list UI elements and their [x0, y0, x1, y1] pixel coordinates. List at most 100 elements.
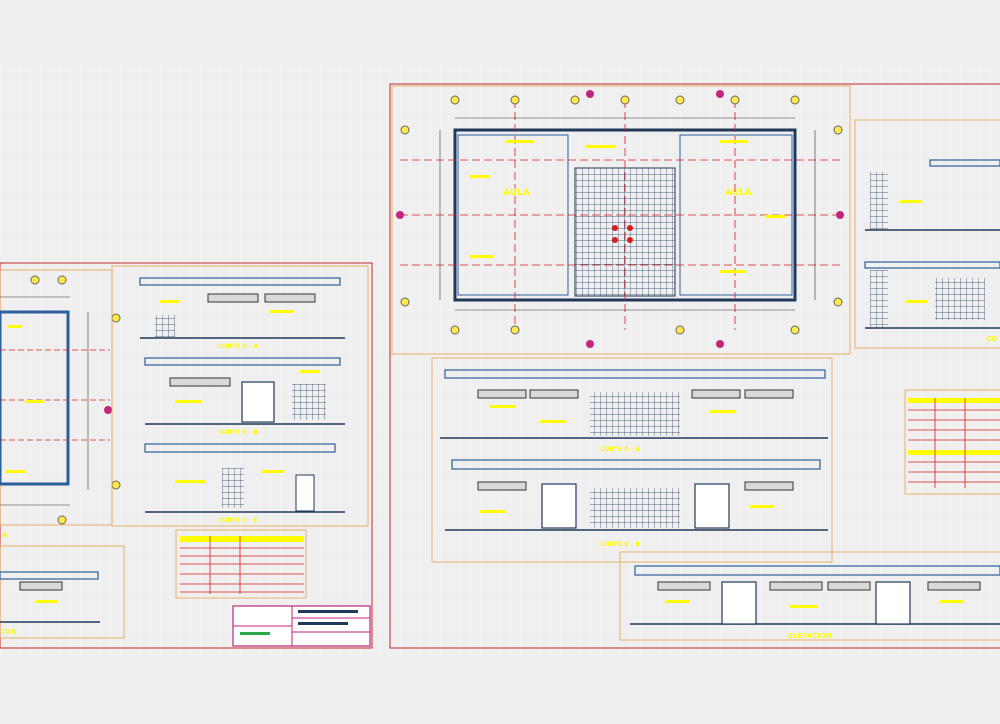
- section-grid-window: [590, 488, 680, 528]
- axis-bubble: [790, 95, 800, 105]
- axis-bubble: [400, 125, 410, 135]
- left-section-3: CORTE C - C: [144, 443, 345, 524]
- side-section-stair: [870, 172, 888, 230]
- title-block-text: [298, 622, 348, 625]
- left-section-3-title: CORTE C - C: [218, 517, 258, 524]
- left-sections-block: CORTE A - A CORTE B - B: [111, 265, 369, 527]
- left-section-2-title: CORTE B - B: [218, 429, 258, 436]
- axis-bubble: [570, 95, 580, 105]
- section-marker: [396, 211, 404, 219]
- background-speckle: [0, 66, 1000, 656]
- axis-bubble: [111, 313, 121, 323]
- table-frame: [904, 389, 1000, 495]
- fixture: [612, 225, 618, 231]
- section-marker: [586, 340, 594, 348]
- section-window: [207, 293, 259, 303]
- note: [505, 140, 533, 143]
- axis-bubble: [450, 95, 460, 105]
- note: [25, 400, 43, 403]
- right-side-sections: CO: [854, 119, 1000, 349]
- note: [160, 300, 180, 303]
- right-floor-plan: AULA AULA: [391, 85, 851, 355]
- table-header: [180, 536, 304, 542]
- section-door: [694, 483, 730, 529]
- note: [720, 140, 748, 143]
- note: [750, 505, 774, 508]
- section-grid-window: [590, 392, 680, 436]
- side-section-grid: [935, 278, 985, 320]
- right-sheet: AULA AULA CO: [389, 83, 1000, 649]
- section-roof: [144, 357, 341, 366]
- section-roof: [444, 369, 826, 379]
- axis-bubble: [400, 297, 410, 307]
- right-elevation: ELEVACION: [619, 551, 1000, 641]
- axis-bubble: [57, 275, 67, 285]
- section-marker: [586, 90, 594, 98]
- section-door: [241, 381, 275, 423]
- section-roof: [144, 443, 336, 453]
- elevation-window: [19, 581, 63, 591]
- right-schedule-table: [904, 389, 1000, 495]
- left-schedule-table: [175, 529, 307, 599]
- elevation-window: [927, 581, 981, 591]
- section-door: [295, 474, 315, 512]
- note: [270, 310, 294, 313]
- table-frame: [175, 529, 307, 599]
- section-window: [529, 389, 579, 399]
- axis-bubble: [675, 325, 685, 335]
- right-plan-room-right-label: AULA: [725, 188, 752, 198]
- axis-bubble: [510, 325, 520, 335]
- note: [8, 325, 22, 328]
- note: [720, 270, 746, 273]
- fixture: [612, 237, 618, 243]
- note: [175, 400, 201, 403]
- section-window: [691, 389, 741, 399]
- axis-bubble: [833, 125, 843, 135]
- table-header: [908, 450, 1000, 455]
- axis-bubble: [675, 95, 685, 105]
- section-stair: [155, 315, 175, 337]
- note: [905, 300, 927, 303]
- note: [300, 370, 320, 373]
- axis-bubble: [833, 297, 843, 307]
- section-marker: [836, 211, 844, 219]
- note: [6, 470, 26, 473]
- section-door: [541, 483, 577, 529]
- right-elevation-frame: [619, 551, 1000, 641]
- note: [470, 175, 490, 178]
- axis-bubble: [620, 95, 630, 105]
- note: [480, 510, 506, 513]
- section-window: [477, 481, 527, 491]
- axis-bubble: [790, 325, 800, 335]
- note: [175, 480, 205, 483]
- left-sections-frame: [111, 265, 369, 527]
- title-block-text: [298, 610, 358, 613]
- table-header: [908, 398, 1000, 403]
- note: [710, 410, 736, 413]
- note: [470, 255, 494, 258]
- right-plan-frame: [391, 85, 851, 355]
- axis-bubble: [730, 95, 740, 105]
- fixture: [627, 225, 633, 231]
- section-roof: [451, 459, 821, 470]
- section-window: [477, 389, 527, 399]
- title-block-text: [240, 632, 270, 635]
- left-elevation-title: ION: [2, 628, 17, 636]
- axis-bubble: [57, 515, 67, 525]
- section-window: [744, 481, 794, 491]
- axis-bubble: [30, 275, 40, 285]
- axis-bubble: [510, 95, 520, 105]
- section-marker: [716, 340, 724, 348]
- section-window: [264, 293, 316, 303]
- elevation-window: [827, 581, 871, 591]
- side-section-stair: [870, 270, 888, 328]
- section-grid-window: [222, 468, 244, 508]
- right-section-2: CORTE B - B: [445, 459, 828, 548]
- side-section-label: CO: [986, 335, 997, 343]
- note: [900, 200, 922, 203]
- note: [490, 405, 516, 408]
- left-plan-label: A: [2, 531, 8, 539]
- section-window: [744, 389, 794, 399]
- right-sections-frame: [431, 357, 833, 563]
